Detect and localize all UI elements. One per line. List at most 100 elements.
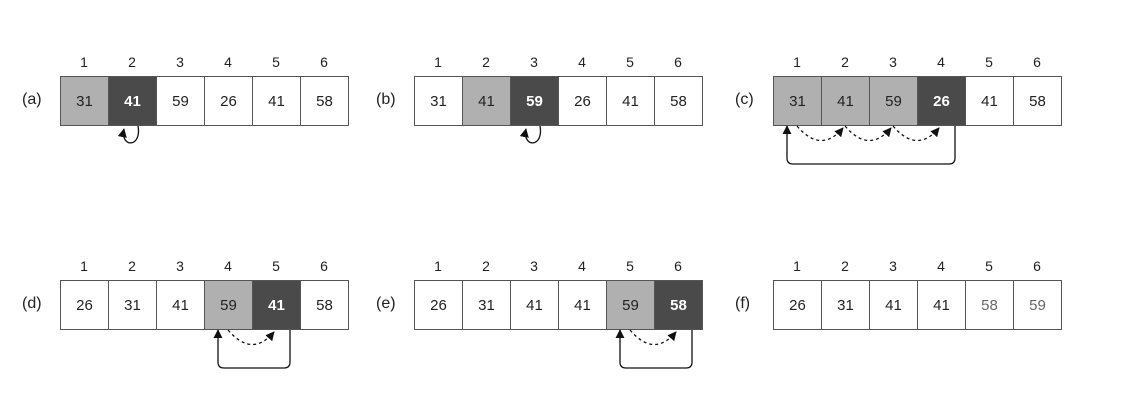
index-label: 1: [793, 258, 801, 274]
arrow-layer: [519, 125, 542, 144]
index-label: 4: [224, 54, 232, 70]
index-label: 4: [937, 54, 945, 70]
index-label: 3: [530, 54, 538, 70]
index-label: 6: [674, 54, 682, 70]
panel-label: (a): [22, 91, 42, 108]
index-label: 1: [80, 54, 88, 70]
array-cell: 59: [157, 77, 205, 125]
shift-arrow: [796, 125, 844, 142]
array-cell: 41: [559, 281, 607, 329]
index-row: 1 2 3 4 5 6: [773, 256, 1061, 276]
index-label: 3: [889, 54, 897, 70]
array-cell: 59: [205, 281, 253, 329]
array-cell: 41: [463, 77, 511, 125]
arrow-layer: [615, 329, 693, 369]
array-cell: 26: [61, 281, 109, 329]
array-cell: 41: [822, 77, 870, 125]
index-label: 4: [578, 54, 586, 70]
insert-arrow: [782, 125, 956, 165]
array-cell: 58: [655, 281, 703, 329]
array-cell: 31: [61, 77, 109, 125]
index-label: 6: [320, 54, 328, 70]
index-label: 5: [985, 54, 993, 70]
index-label: 2: [128, 258, 136, 274]
array-cell: 26: [774, 281, 822, 329]
index-label: 1: [80, 258, 88, 274]
index-label: 6: [1033, 258, 1041, 274]
array-cell: 41: [511, 281, 559, 329]
self-arrow: [519, 125, 542, 144]
array-cell: 31: [415, 77, 463, 125]
arrow-layer: [782, 125, 956, 165]
index-label: 2: [841, 54, 849, 70]
array-cell: 58: [301, 77, 349, 125]
array-cell: 31: [109, 281, 157, 329]
panel-label: (d): [22, 295, 42, 312]
index-label: 4: [937, 258, 945, 274]
index-label: 1: [434, 54, 442, 70]
array-cell: 41: [870, 281, 918, 329]
array-cell: 41: [253, 77, 301, 125]
array-cell: 58: [301, 281, 349, 329]
arrow-layer: [735, 256, 1070, 396]
array-cell: 41: [966, 77, 1014, 125]
array-cell: 41: [253, 281, 301, 329]
array-cell: 26: [205, 77, 253, 125]
index-label: 6: [320, 258, 328, 274]
shift-arrow: [227, 329, 275, 346]
index-label: 5: [272, 54, 280, 70]
array-cell: 41: [918, 281, 966, 329]
array-cell: 31: [774, 77, 822, 125]
array-cell: 26: [559, 77, 607, 125]
index-label: 5: [985, 258, 993, 274]
index-label: 5: [626, 258, 634, 274]
index-label: 3: [889, 258, 897, 274]
index-label: 2: [841, 258, 849, 274]
index-label: 5: [272, 258, 280, 274]
index-label: 2: [482, 258, 490, 274]
index-label: 3: [530, 258, 538, 274]
index-label: 6: [674, 258, 682, 274]
index-label: 6: [1033, 54, 1041, 70]
shift-arrow: [629, 329, 677, 346]
array-cell: 26: [918, 77, 966, 125]
index-label: 3: [176, 54, 184, 70]
arrow-layer: [213, 329, 291, 369]
insert-arrow: [615, 329, 693, 369]
panel-label: (e): [376, 295, 396, 312]
shift-arrow: [844, 125, 892, 142]
panel-label: (f): [735, 295, 751, 312]
array-cell: 59: [511, 77, 559, 125]
shift-arrow: [892, 125, 940, 142]
panel-label: (c): [735, 91, 754, 108]
index-label: 2: [128, 54, 136, 70]
array-cell: 59: [1014, 281, 1062, 329]
array-cell: 58: [966, 281, 1014, 329]
array-cell: 26: [415, 281, 463, 329]
array-cell: 31: [463, 281, 511, 329]
panel-label: (b): [376, 91, 396, 108]
array-cell: 59: [607, 281, 655, 329]
array-cell: 58: [655, 77, 703, 125]
index-label: 3: [176, 258, 184, 274]
array-cell: 41: [157, 281, 205, 329]
arrow-layer: [117, 125, 140, 144]
array-cell: 59: [870, 77, 918, 125]
index-row: 1 2 3 4 5 6: [60, 52, 348, 72]
index-label: 5: [626, 54, 634, 70]
